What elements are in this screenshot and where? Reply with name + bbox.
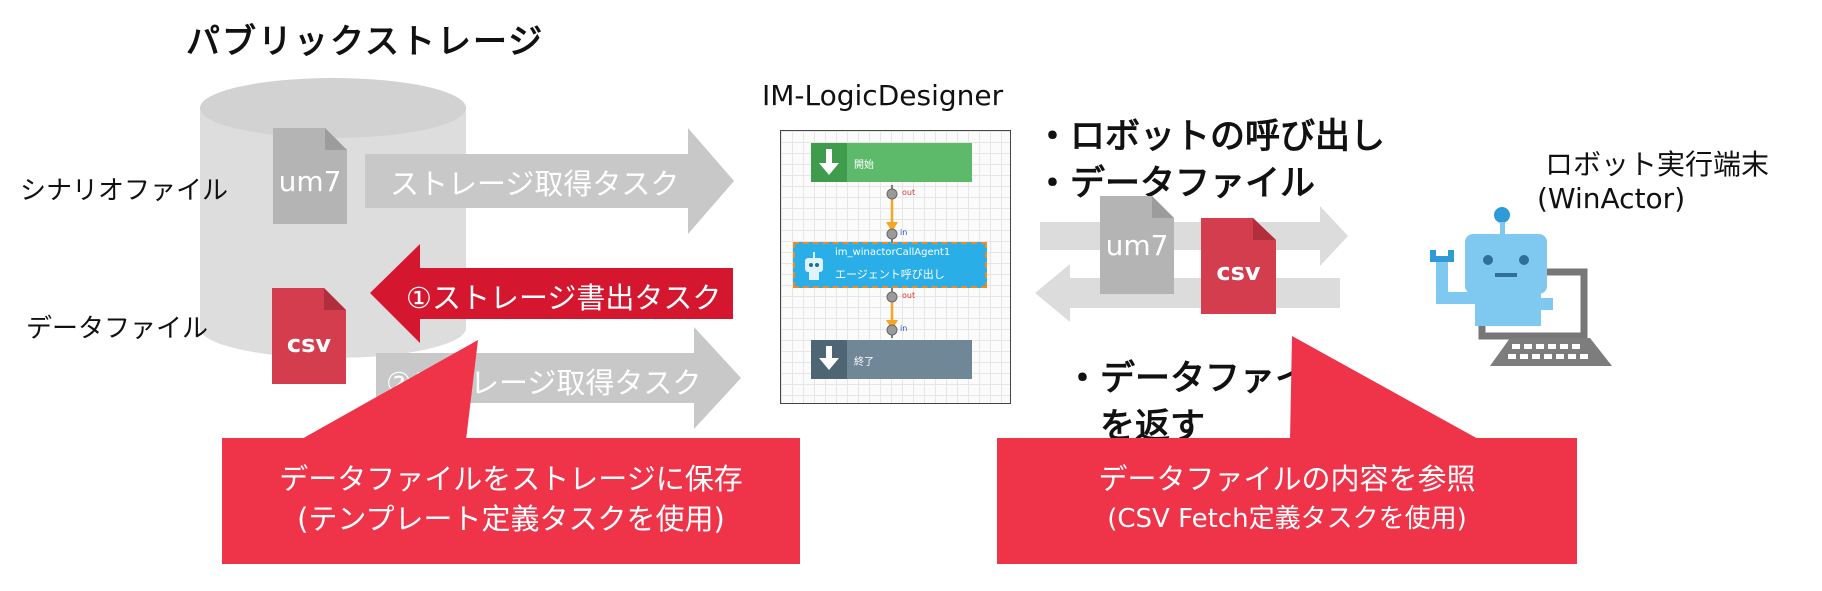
right-callout-box	[997, 438, 1577, 564]
left-callout-line2: (テンプレート定義タスクを使用)	[297, 502, 725, 536]
download-icon	[811, 143, 847, 182]
get-task-arrow	[365, 128, 734, 234]
write-task-label: ①ストレージ書出タスク	[406, 281, 722, 315]
um7-file-label: um7	[278, 165, 342, 198]
um7-file-icon-right	[1100, 196, 1174, 294]
port-out-2: out	[902, 291, 916, 300]
port-in-2: in	[900, 324, 908, 333]
logic-designer-title: IM-LogicDesigner	[762, 79, 1004, 112]
csv-file-icon-right	[1201, 218, 1276, 314]
csv-file-label: csv	[286, 330, 332, 358]
write-task-arrow	[370, 244, 733, 343]
start-node-label: 開始	[854, 160, 874, 171]
to-robot-arrow	[1040, 206, 1348, 266]
storage-title: パブリックストレージ	[186, 22, 545, 62]
scenario-file-label: シナリオファイル	[20, 176, 229, 206]
data-file-label: データファイル	[26, 314, 209, 344]
agent-node-label: エージェント呼び出し	[835, 268, 945, 281]
bullet-robot-call: ・ロボットの呼び出し	[1035, 117, 1386, 157]
terminal-subtitle: (WinActor)	[1537, 182, 1686, 215]
csv-file-icon	[272, 288, 346, 384]
bullet-data-file: ・データファイル	[1035, 164, 1316, 204]
left-callout-box	[222, 438, 800, 564]
left-callout-pointer	[300, 340, 478, 440]
port-out-1: out	[902, 188, 916, 197]
end-down-icon	[811, 340, 847, 379]
end-node-label: 終了	[854, 357, 874, 368]
right-callout-line1: データファイルの内容を参照	[1098, 462, 1476, 496]
right-callout-pointer	[1290, 336, 1480, 440]
right-callout-line2: (CSV Fetch定義タスクを使用)	[1107, 504, 1467, 534]
get-task-2-arrow	[376, 327, 741, 429]
port-in-1: in	[900, 228, 908, 237]
left-callout-line1: データファイルをストレージに保存	[279, 462, 743, 496]
get-task-label: ストレージ取得タスク	[390, 167, 680, 201]
csv-file-label-right: csv	[1216, 258, 1261, 286]
um7-file-icon	[273, 128, 347, 224]
robot-small-icon	[797, 248, 831, 282]
agent-node-name: im_winactorCallAgent1	[835, 247, 951, 258]
end-node[interactable]: 終了	[811, 340, 972, 379]
terminal-title: ロボット実行端末	[1545, 148, 1770, 181]
agent-node[interactable]: im_winactorCallAgent1 エージェント呼び出し	[793, 242, 987, 288]
um7-file-label-right: um7	[1105, 229, 1169, 262]
start-node[interactable]: 開始	[811, 143, 972, 182]
